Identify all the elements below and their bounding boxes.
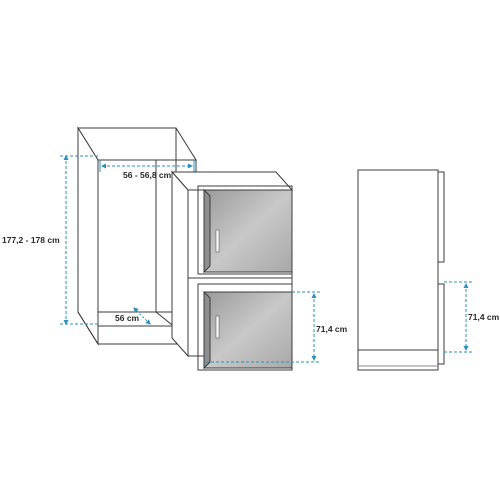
upper-door-handle — [215, 229, 220, 253]
niche-width-label: 56 - 56,8 cm — [123, 170, 172, 180]
total-height-label: 177,2 - 178 cm — [2, 235, 60, 245]
lower-door-handle — [215, 315, 220, 339]
door-height-front-dimension — [206, 291, 320, 363]
niche-width-dimension — [99, 160, 195, 172]
door-height-side-dimension — [444, 281, 472, 353]
niche-depth-label: 56 cm — [115, 313, 140, 323]
fridge-side-view — [357, 169, 445, 371]
lower-door — [197, 283, 293, 371]
door-height-side-label: 71,4 cm — [468, 312, 500, 322]
door-height-front-label: 71,4 cm — [316, 324, 348, 334]
fridge-front-view — [170, 170, 294, 371]
side-lower-door — [437, 283, 445, 365]
total-height-dimension — [60, 155, 98, 325]
side-upper-door — [437, 171, 445, 263]
upper-door — [197, 185, 293, 275]
